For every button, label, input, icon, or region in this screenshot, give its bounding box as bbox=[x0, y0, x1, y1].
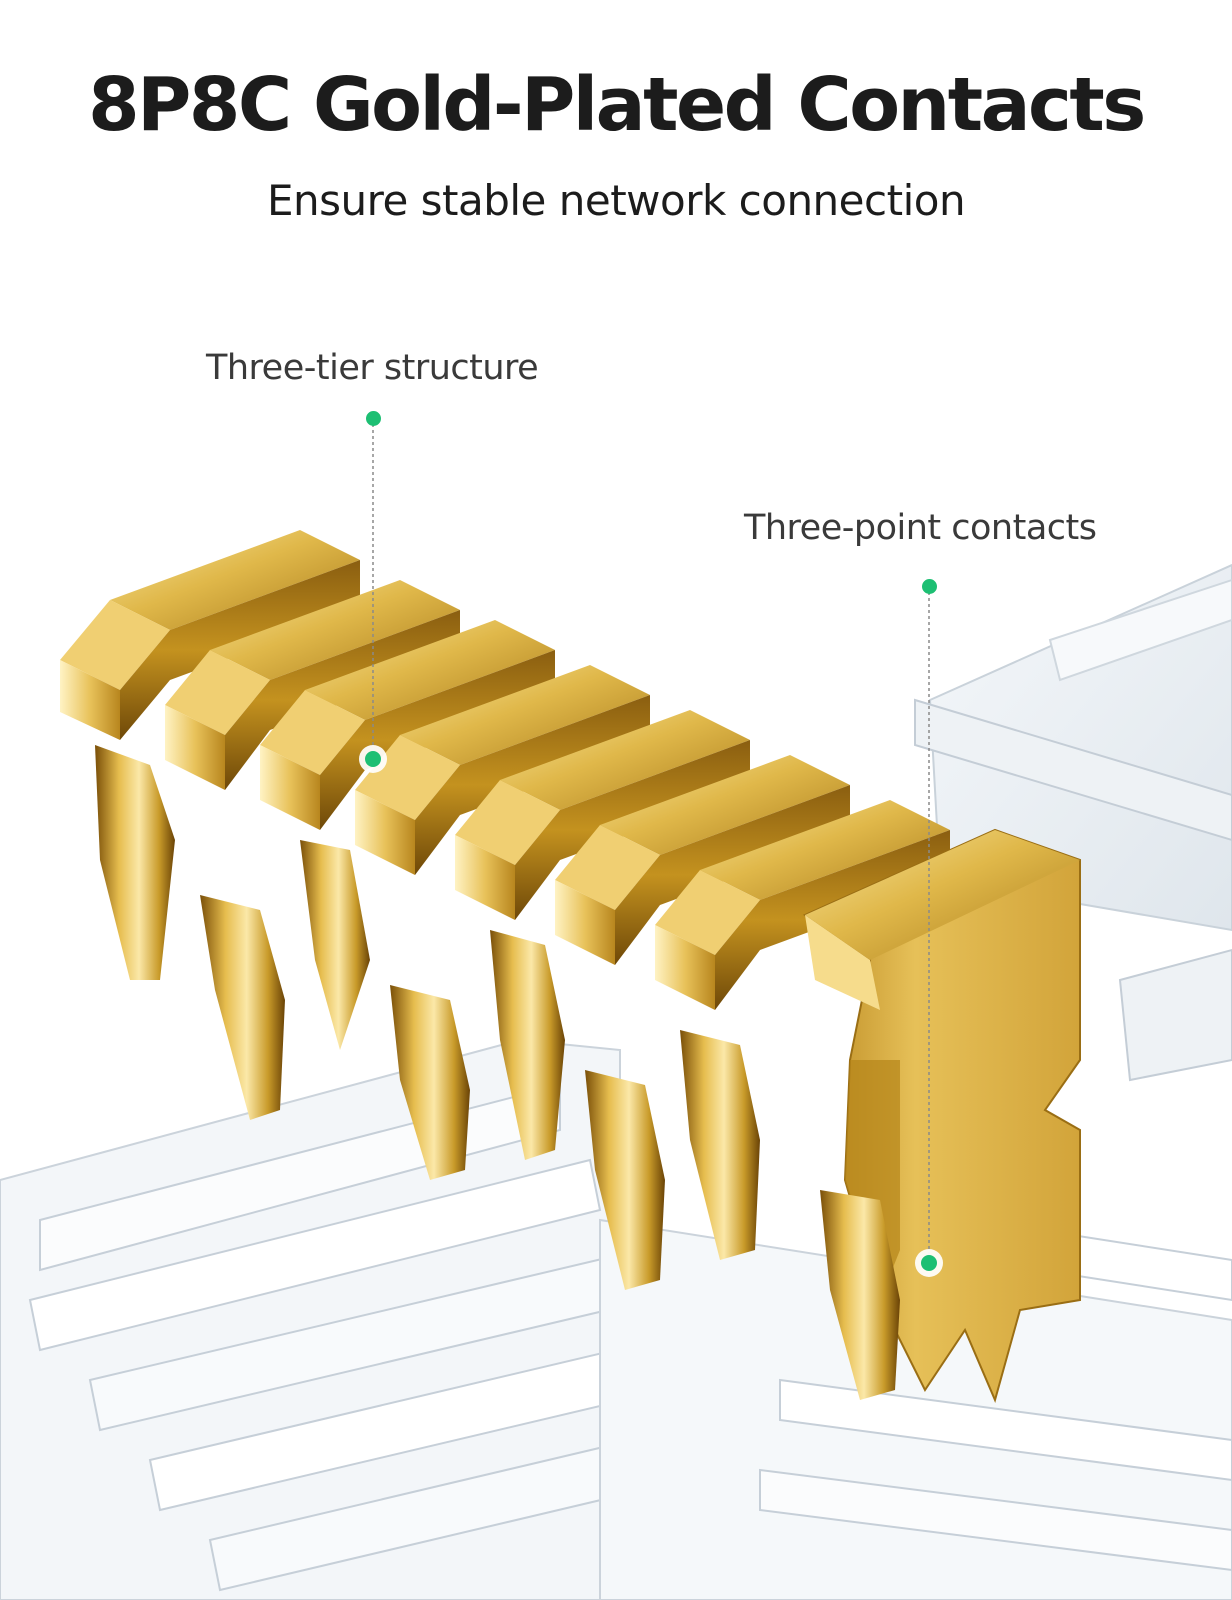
callout-three-point-label: Three-point contacts bbox=[744, 508, 1097, 548]
plastic-housing bbox=[0, 563, 1232, 1600]
contact-blade-front bbox=[802, 828, 1081, 1404]
headline: 8P8C Gold-Plated Contacts bbox=[88, 62, 1146, 148]
callout-dot-anchor-point bbox=[921, 1255, 937, 1271]
callout-dot-top-point bbox=[922, 579, 937, 594]
subheadline: Ensure stable network connection bbox=[266, 176, 966, 225]
callout-dot-anchor-tier bbox=[365, 751, 381, 767]
callout-dot-top-tier bbox=[366, 411, 381, 426]
gold-contact-blades bbox=[60, 530, 1081, 1404]
callout-three-tier-label: Three-tier structure bbox=[206, 348, 539, 388]
